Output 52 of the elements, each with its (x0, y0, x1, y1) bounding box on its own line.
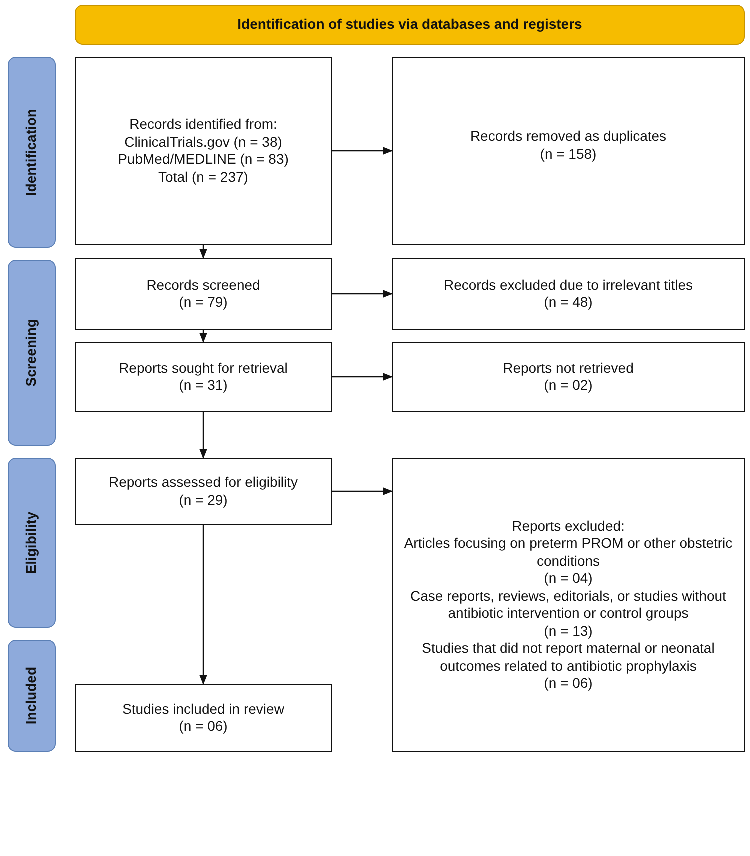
box-text: Records removed as duplicates (470, 128, 667, 146)
box-text: Records identified from: (130, 116, 278, 134)
box-text: Records excluded due to irrelevant titles (444, 276, 694, 294)
box-text: Reports sought for retrieval (119, 360, 288, 377)
box-text: Articles focusing on preterm PROM or other obstetric conditions (403, 535, 734, 570)
box-text: Identification of studies via databases and registers (238, 16, 582, 34)
phase-band (8, 57, 56, 248)
arrow (332, 488, 393, 496)
arrow (200, 412, 208, 459)
box-text: (n = 48) (544, 294, 593, 312)
box-text: Total (n = 237) (158, 168, 248, 186)
phase-label: Identification (23, 108, 40, 196)
box-text: (n = 31) (179, 377, 228, 394)
phase-band (8, 260, 56, 446)
phase-label: Included (23, 667, 40, 725)
box-text: Reports assessed for eligibility (108, 474, 298, 492)
phase-band (8, 640, 56, 752)
process-box (75, 458, 332, 525)
box-text: PubMed/MEDLINE (n = 83) (118, 151, 289, 168)
box-text: Studies that did not report maternal or neonatal outcomes related to antibiotic prophylaxis (421, 640, 716, 675)
process-box (392, 258, 745, 330)
box-text: (n = 02) (544, 377, 593, 394)
box-text: (n = 13) (544, 622, 593, 640)
box-text: (n = 04) (544, 570, 593, 588)
box-text: Reports excluded: (512, 518, 625, 535)
process-box (392, 57, 745, 245)
process-box (75, 684, 332, 752)
box-text: (n = 06) (179, 718, 228, 736)
box-text: (n = 158) (540, 146, 597, 163)
box-text: (n = 06) (544, 675, 593, 692)
box-text: ClinicalTrials.gov (n = 38) (124, 134, 282, 151)
arrow (332, 373, 393, 381)
box-text: Case reports, reviews, editorials, or studies without antibiotic intervention or control groups (410, 588, 728, 622)
phase-band (8, 458, 56, 628)
box-text: (n = 29) (179, 492, 228, 509)
phase-label: Eligibility (23, 512, 40, 574)
phase-label: Screening (23, 319, 40, 387)
box-text: Studies included in review (122, 700, 284, 718)
arrow (200, 330, 208, 343)
phase-header (75, 5, 745, 45)
process-box (75, 57, 332, 245)
arrow (200, 245, 208, 259)
box-text: Reports not retrieved (503, 360, 634, 377)
process-box (75, 342, 332, 412)
process-box (75, 258, 332, 330)
box-text: (n = 79) (179, 294, 228, 312)
process-box (392, 458, 745, 752)
arrow (332, 290, 393, 298)
arrow (200, 525, 208, 685)
process-box (392, 342, 745, 412)
arrow (332, 147, 393, 155)
box-text: Records screened (146, 276, 260, 294)
